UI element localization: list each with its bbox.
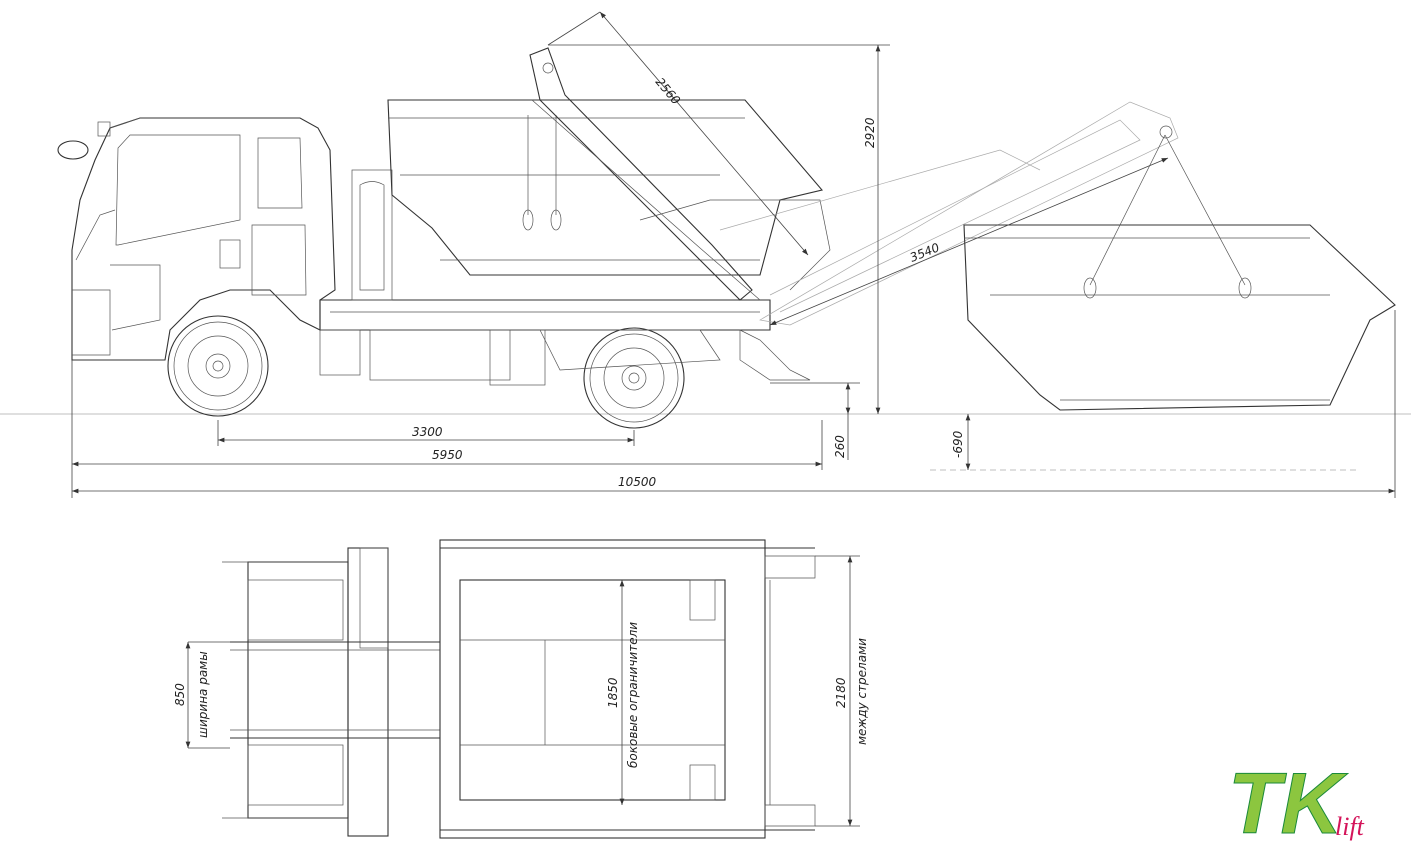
- top-view: 850 ширина рамы 1850 боковые ограничител…: [173, 539, 869, 839]
- dim-reach: 3540: [769, 157, 1169, 326]
- dim-arm-length-label: 2560: [653, 75, 684, 108]
- dim-limiters: 1850 боковые ограничители: [606, 580, 640, 805]
- dim-arm-length: 2560: [547, 11, 809, 256]
- side-view: 2560 2920 3540 260 -690: [0, 11, 1411, 498]
- dim-frame-width: 850 ширина рамы: [173, 641, 230, 749]
- tk-lift-logo: TK lift: [1228, 756, 1365, 853]
- dim-boom-span: 2180 между стрелами: [815, 555, 869, 827]
- dim-chassis-length-label: 5950: [432, 448, 463, 462]
- limiters-caption: боковые ограничители: [626, 622, 640, 768]
- skip-container-loaded: [387, 99, 824, 276]
- lift-arm-raised: [529, 47, 831, 301]
- front-wheel: [167, 315, 269, 417]
- rear-wheel: [583, 327, 685, 429]
- dim-chassis-length: 5950: [71, 360, 823, 498]
- truck-cab: [57, 117, 336, 361]
- chassis-frame: [319, 169, 811, 386]
- top-body: [439, 539, 816, 839]
- dim-wheelbase: 3300: [217, 420, 635, 446]
- top-frame-rails: [230, 641, 440, 739]
- skip-container-suspended: [963, 125, 1396, 411]
- dim-below-ground: -690: [930, 414, 1360, 471]
- dim-below-ground-label: -690: [951, 430, 965, 458]
- logo-main: TK: [1228, 756, 1349, 852]
- dim-wheelbase-label: 3300: [412, 425, 443, 439]
- dim-max-height-label: 2920: [863, 117, 877, 148]
- dim-overall-length: 10500: [72, 310, 1396, 498]
- top-cab: [222, 547, 389, 837]
- dim-ground-clearance-label: 260: [833, 435, 847, 458]
- dim-overall-length-label: 10500: [618, 475, 657, 489]
- boom-span-caption: между стрелами: [855, 638, 869, 745]
- dim-boom-span-label: 2180: [834, 677, 848, 708]
- logo-suffix: lift: [1335, 812, 1365, 841]
- dim-ground-clearance: 260: [770, 382, 860, 460]
- dim-reach-label: 3540: [908, 240, 942, 265]
- frame-width-caption: ширина рамы: [196, 651, 210, 738]
- dim-frame-width-label: 850: [173, 683, 187, 706]
- lift-arm-extended: [719, 101, 1179, 326]
- dim-limiters-label: 1850: [606, 677, 620, 708]
